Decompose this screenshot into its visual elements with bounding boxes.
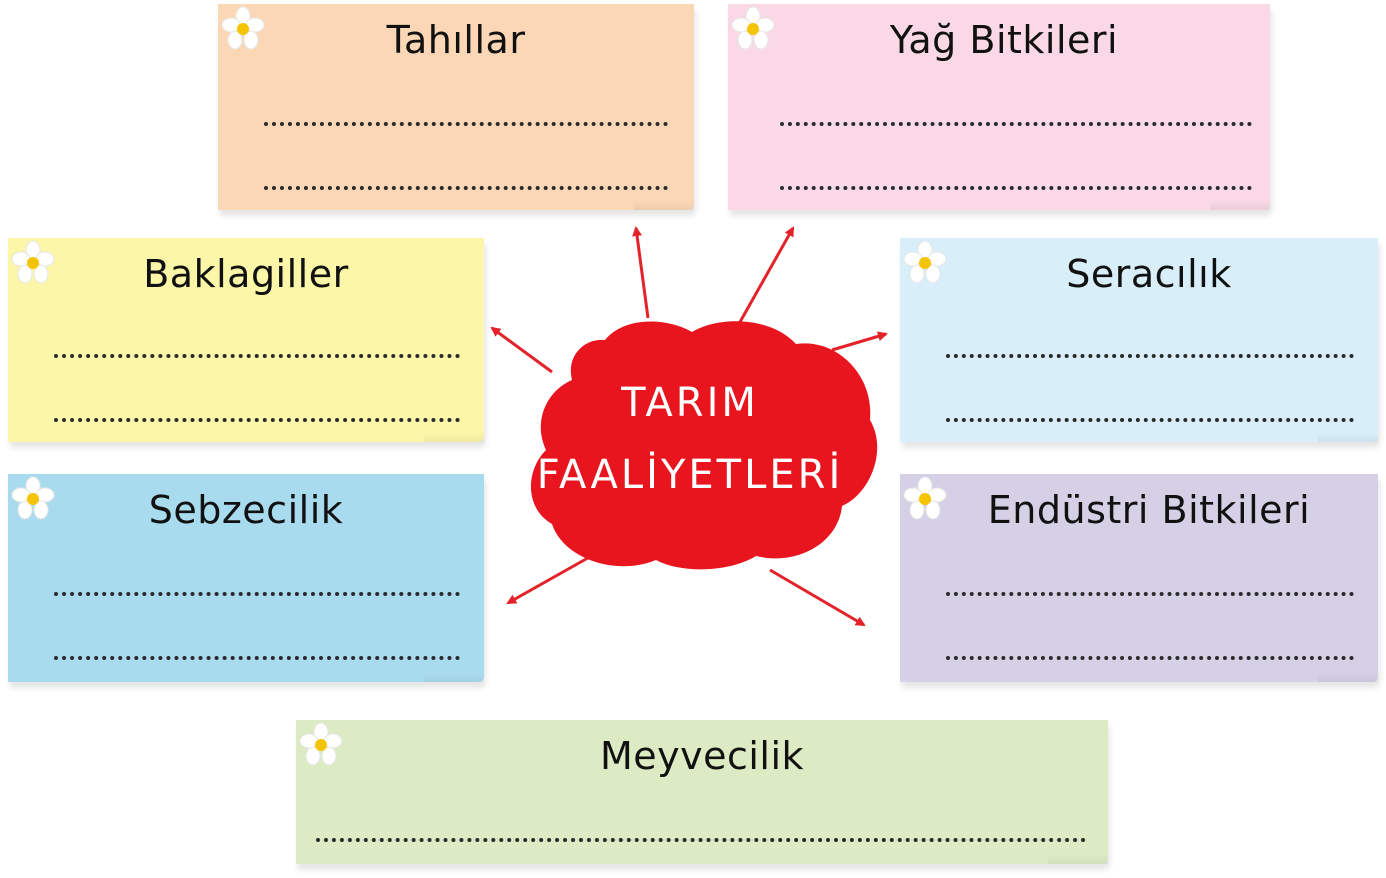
flower-icon [11, 240, 55, 284]
card-tahillar: Tahıllar [218, 4, 694, 210]
answer-line[interactable] [946, 354, 1354, 358]
card-title-tahillar: Tahıllar [386, 18, 526, 62]
flower-icon [731, 6, 775, 50]
answer-line[interactable] [780, 186, 1252, 190]
card-title-baklagiller: Baklagiller [143, 252, 349, 296]
arrow-to-baklagiller [490, 326, 553, 374]
card-sebzecilik: Sebzecilik [8, 474, 484, 682]
center-label-line1: TARIM [621, 380, 759, 426]
center-cloud [530, 321, 878, 570]
arrow-to-sebzecilik [506, 548, 603, 605]
answer-line[interactable] [946, 656, 1354, 660]
center-label-line2: FAALİYETLERİ [536, 452, 844, 498]
card-yag-bitkileri: Yağ Bitkileri [728, 4, 1270, 210]
answer-line[interactable] [946, 592, 1354, 596]
flower-icon [221, 6, 265, 50]
answer-line[interactable] [54, 592, 460, 596]
card-title-endustri-bitkileri: Endüstri Bitkileri [987, 488, 1311, 532]
arrow-to-tahillar [632, 226, 650, 319]
arrow-to-yag-bitkileri [738, 226, 795, 323]
card-seracilik: Seracılık [900, 238, 1378, 442]
arrows [490, 226, 888, 627]
flower-icon [11, 476, 55, 520]
answer-line[interactable] [54, 656, 460, 660]
card-title-meyvecilik: Meyvecilik [599, 734, 805, 778]
answer-line[interactable] [780, 122, 1252, 126]
flower-icon [903, 240, 947, 284]
answer-line[interactable] [946, 418, 1354, 422]
arrow-to-seracilik [831, 331, 888, 352]
card-title-sebzecilik: Sebzecilik [148, 488, 344, 532]
answer-line[interactable] [316, 838, 1086, 842]
card-title-seracilik: Seracılık [1066, 252, 1232, 296]
answer-line[interactable] [264, 122, 668, 126]
card-baklagiller: Baklagiller [8, 238, 484, 442]
answer-line[interactable] [54, 354, 460, 358]
card-title-yag-bitkileri: Yağ Bitkileri [889, 18, 1119, 62]
arrow-to-endustri-bitkileri [769, 568, 866, 627]
flower-icon [903, 476, 947, 520]
card-endustri-bitkileri: Endüstri Bitkileri [900, 474, 1378, 682]
answer-line[interactable] [264, 186, 668, 190]
flower-icon [299, 722, 343, 766]
answer-line[interactable] [54, 418, 460, 422]
card-meyvecilik: Meyvecilik [296, 720, 1108, 864]
